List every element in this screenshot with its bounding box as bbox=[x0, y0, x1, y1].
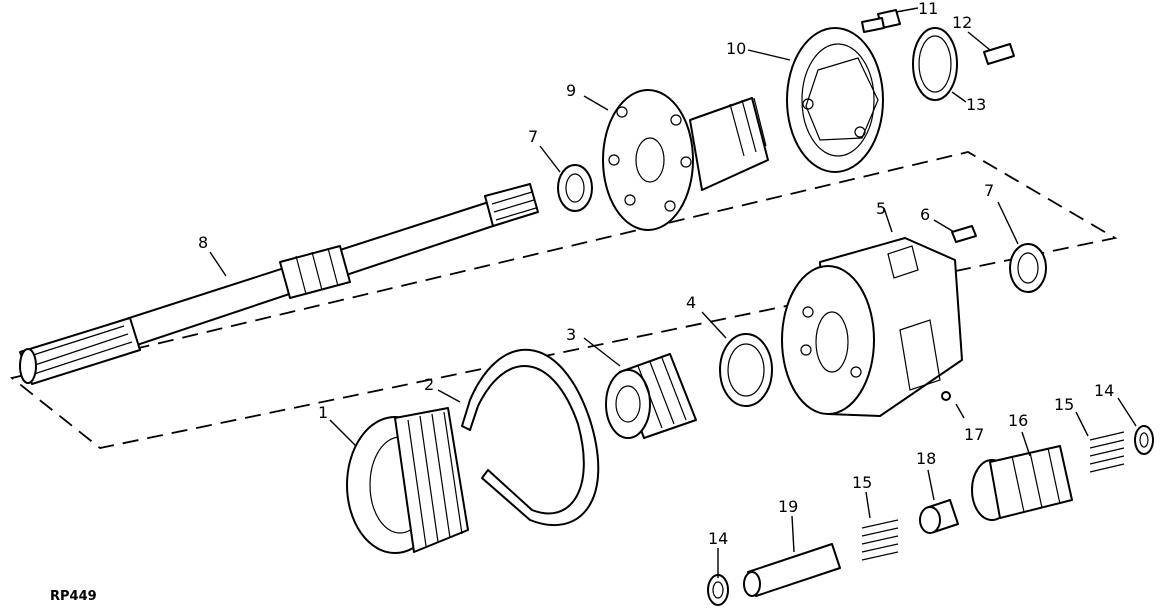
pin-part bbox=[983, 43, 1015, 65]
callout-15-right: 15 bbox=[1054, 395, 1074, 414]
callout-12: 12 bbox=[952, 13, 972, 32]
cover-part bbox=[786, 27, 884, 173]
callout-5: 5 bbox=[876, 199, 886, 218]
ball-part bbox=[941, 391, 951, 401]
callout-17: 17 bbox=[964, 425, 984, 444]
flange-part bbox=[602, 89, 769, 231]
callout-9: 9 bbox=[566, 81, 576, 100]
carrier-housing-part bbox=[781, 237, 963, 417]
callout-3: 3 bbox=[566, 325, 576, 344]
callout-13: 13 bbox=[966, 95, 986, 114]
callout-labels: 1 2 3 4 5 6 7 7 8 9 10 11 12 13 14 14 15… bbox=[198, 0, 1114, 548]
callout-14-right: 14 bbox=[1094, 381, 1114, 400]
snap-ring-part bbox=[461, 348, 600, 526]
needle-bearing-part bbox=[861, 519, 899, 561]
thrust-washer-part bbox=[707, 574, 729, 606]
callout-10: 10 bbox=[726, 39, 746, 58]
callout-16: 16 bbox=[1008, 411, 1028, 430]
shaft-pin-part bbox=[743, 543, 841, 597]
callout-18: 18 bbox=[916, 449, 936, 468]
callout-7-right: 7 bbox=[984, 181, 994, 200]
leader-lines bbox=[209, 7, 1137, 578]
washer-part bbox=[719, 333, 773, 407]
cluster-gear-part bbox=[971, 445, 1073, 521]
callout-19: 19 bbox=[778, 497, 798, 516]
thrust-washer-part bbox=[1134, 425, 1154, 455]
callout-6: 6 bbox=[920, 205, 930, 224]
seal-ring-part bbox=[1009, 243, 1047, 293]
callout-4: 4 bbox=[686, 293, 696, 312]
needle-bearing-part bbox=[1089, 431, 1125, 473]
callout-11: 11 bbox=[918, 0, 938, 18]
callout-7-upper: 7 bbox=[528, 127, 538, 146]
pin-part bbox=[951, 225, 977, 243]
o-ring-part bbox=[912, 27, 958, 101]
callout-1: 1 bbox=[318, 403, 328, 422]
pinion-gear-part bbox=[605, 353, 697, 439]
callout-14-bottom: 14 bbox=[708, 529, 728, 548]
callout-2: 2 bbox=[424, 375, 434, 394]
bushing-part bbox=[919, 499, 959, 534]
seal-ring-part bbox=[557, 164, 593, 212]
ring-gear-part bbox=[346, 407, 469, 554]
shaft-part bbox=[19, 183, 539, 385]
figure-code: RP449 bbox=[50, 589, 97, 604]
callout-8: 8 bbox=[198, 233, 208, 252]
callout-15-bottom: 15 bbox=[852, 473, 872, 492]
bolt-part bbox=[861, 9, 901, 33]
